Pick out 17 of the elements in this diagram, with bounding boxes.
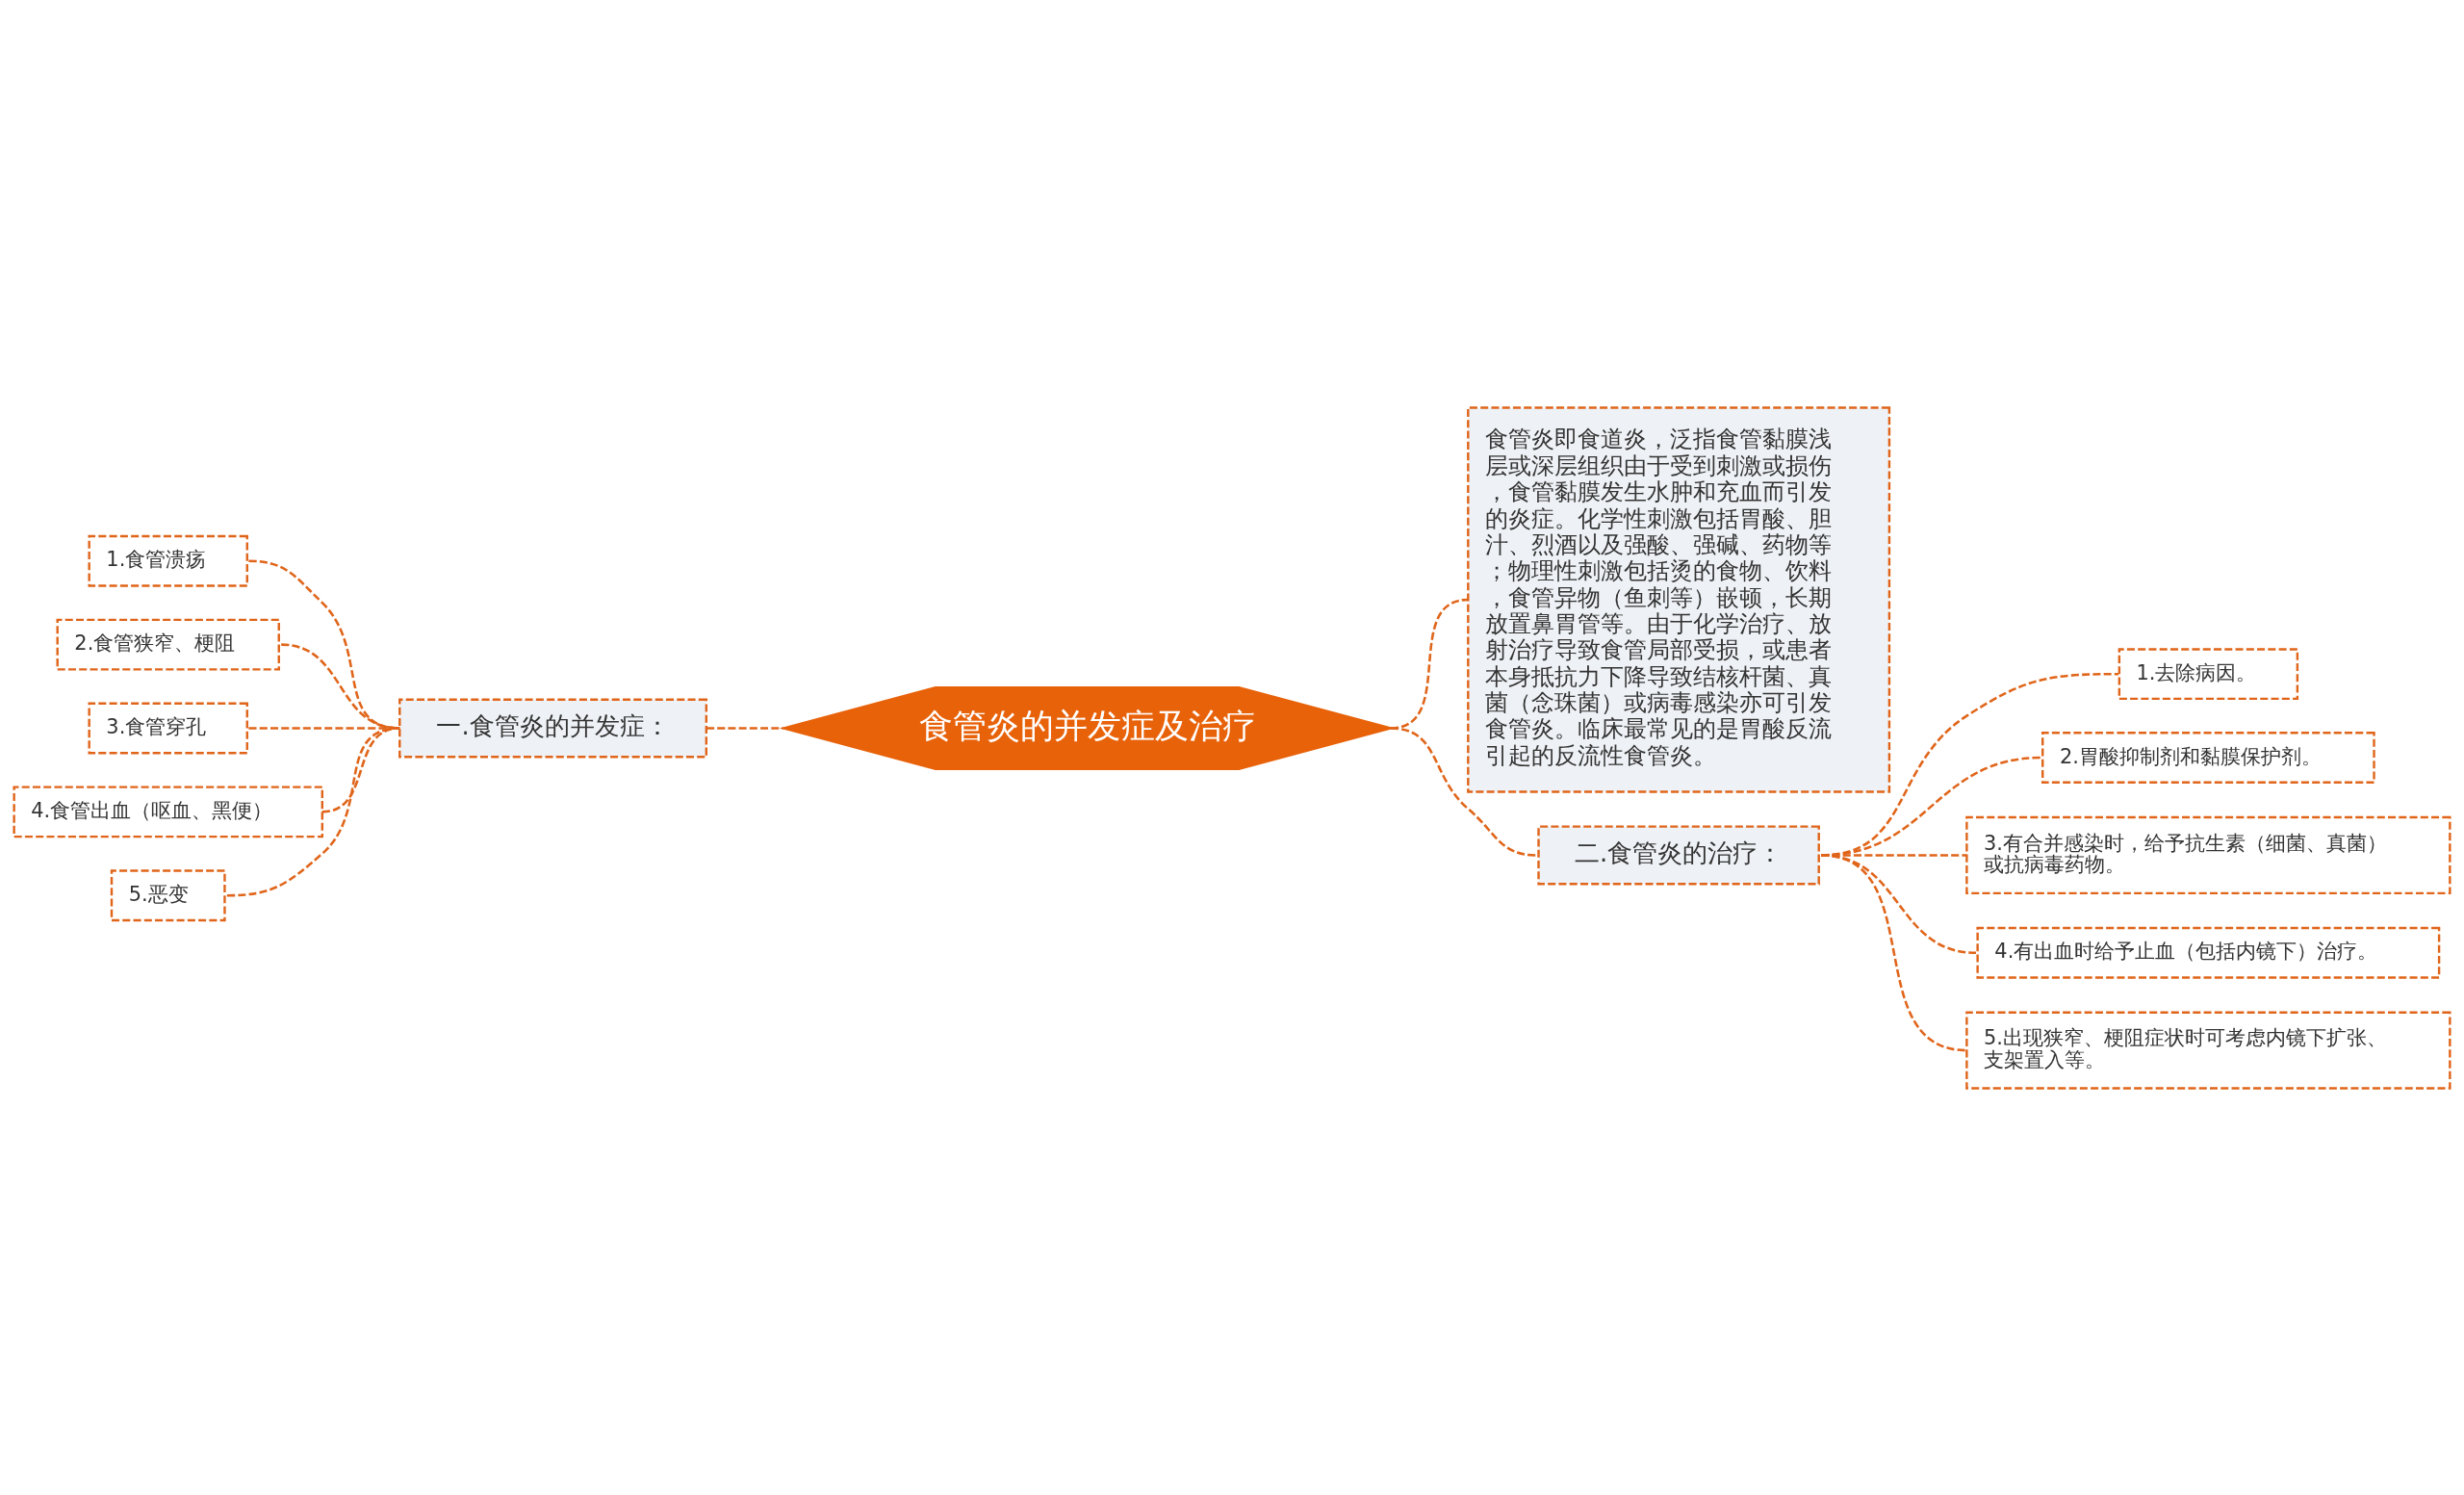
connector [706,726,784,730]
node-box: 食管炎即食道炎，泛指食管黏膜浅层或深层组织由于受到刺激或损伤，食管黏膜发生水肿和充血而引发的炎症。化学性刺激包括胃酸、胆汁、烈酒以及强酸、强碱、药物等；物理性刺激包括烫的食物、饮料，食管异物（鱼刺等）嵌顿，长期放置鼻胃管等。由于化学治疗、放射治疗导致食管局部受损，或患者本身抵抗力下降导致结核杆菌、真菌（念珠菌）或病毒感染亦可引发食管炎。临床最常见的是胃酸反流引起的反流性食管炎。 [1467,405,1891,793]
node-box: 5.出现狭窄、梗阻症状时可考虑内镜下扩张、支架置入等。 [1965,1011,2451,1090]
connector [1390,726,1537,857]
node-box: 2.胃酸抑制剂和黏膜保护剂。 [2041,731,2375,784]
node-box: 4.有出血时给予止血（包括内镜下）治疗。 [1976,926,2441,979]
node-box: 二.食管炎的治疗： [1537,824,1820,885]
node-box: 1.食管溃疡 [88,534,248,587]
node-box: 2.食管狭窄、梗阻 [56,618,280,671]
connector [1820,853,1967,1051]
node-box: 4.食管出血（呕血、黑便） [13,785,323,838]
node-box: 3.食管穿孔 [88,702,248,754]
node-box: 一.食管炎的并发症： [398,698,708,758]
node-box: 5.恶变 [110,868,226,921]
connector [226,726,400,897]
node-box: 3.有合并感染时，给予抗生素（细菌、真菌）或抗病毒药物。 [1965,815,2451,894]
node-box: 1.去除病因。 [2118,647,2299,700]
